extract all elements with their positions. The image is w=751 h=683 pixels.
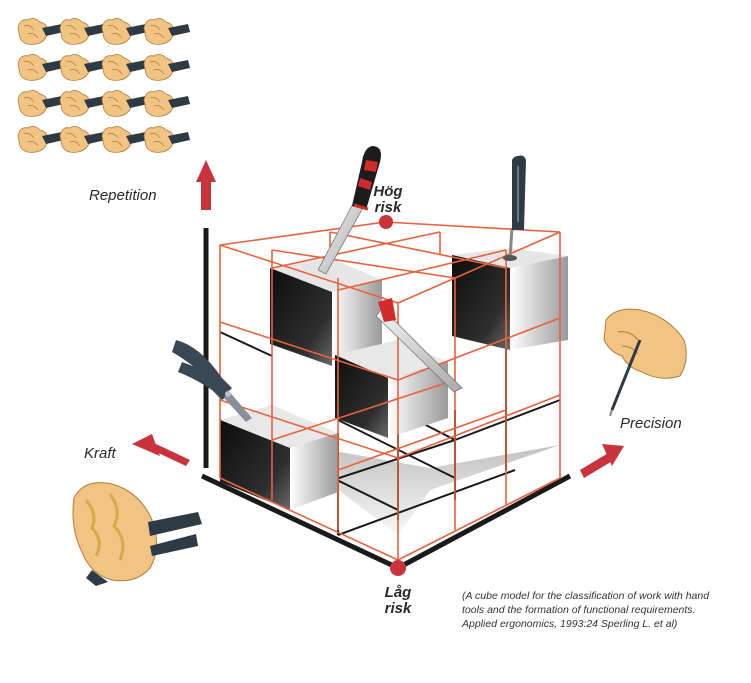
repetition-label: Repetition <box>89 187 157 204</box>
pliers-icon <box>172 340 252 422</box>
repetition-hands-icon <box>17 17 191 153</box>
caption-line-3: Applied ergonomics, 1993:24 Sperling L. … <box>462 618 678 630</box>
force-hand-icon <box>72 482 202 586</box>
high-risk-word: Hög <box>373 183 403 200</box>
precision-axis <box>396 473 572 571</box>
repetition-arrow-icon <box>196 160 216 210</box>
floor-shadow <box>272 440 560 535</box>
force-arrow-icon <box>132 434 190 466</box>
precision-label: Precision <box>620 415 682 432</box>
high-risk-dot <box>379 215 393 229</box>
figure-caption: (A cube model for the classification of … <box>462 589 744 631</box>
precision-hand-icon <box>603 308 687 417</box>
high-risk-subword: risk <box>374 199 402 216</box>
caption-line-2: tools and the formation of functional re… <box>462 604 696 616</box>
low-risk-word: Låg <box>384 584 412 601</box>
low-risk-dot <box>390 560 406 576</box>
precision-arrow-icon <box>580 444 624 478</box>
box-high-precision <box>452 248 568 350</box>
high-risk-label: Hög risk <box>370 184 406 216</box>
outer-orange-grid <box>219 221 561 561</box>
force-axis <box>200 473 400 571</box>
low-risk-subword: risk <box>384 600 412 617</box>
box-center <box>335 340 448 438</box>
low-risk-label: Låg risk <box>378 585 418 617</box>
caption-line-1: (A cube model for the classification of … <box>462 590 710 602</box>
knife-icon <box>317 146 381 275</box>
box-high-repetition <box>270 258 382 366</box>
cutter-icon <box>375 298 463 393</box>
kraft-label: Kraft <box>84 445 116 462</box>
screwdriver-icon <box>503 155 526 261</box>
